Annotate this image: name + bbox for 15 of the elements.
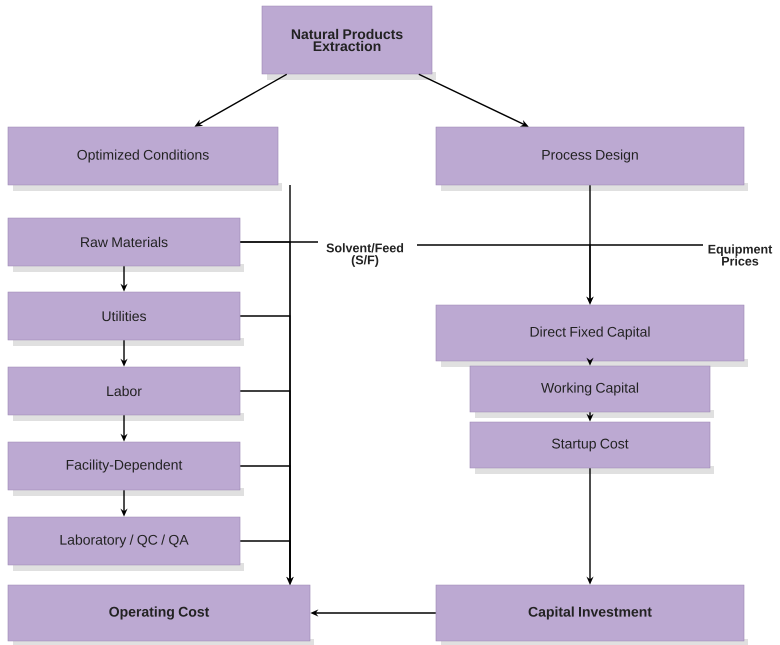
process-box: Raw Materials xyxy=(8,218,240,266)
process-box: Operating Cost xyxy=(8,584,310,642)
process-box: Laboratory / QC / QA xyxy=(8,516,240,566)
input-label: Solvent/Feed (S/F) xyxy=(326,243,404,267)
process-box: Labor xyxy=(8,366,240,416)
process-box: Startup Cost xyxy=(470,422,710,468)
process-box: Process Design xyxy=(436,126,744,186)
process-box: Capital Investment xyxy=(436,584,744,642)
process-box: Facility-Dependent xyxy=(8,442,240,490)
process-box: Natural Products Extraction xyxy=(262,6,432,74)
process-box: Optimized Conditions xyxy=(8,126,278,186)
process-box: Direct Fixed Capital xyxy=(436,304,744,362)
process-box: Utilities xyxy=(8,292,240,340)
input-label: Equipment Prices xyxy=(708,244,772,266)
process-box: Working Capital xyxy=(470,366,710,412)
